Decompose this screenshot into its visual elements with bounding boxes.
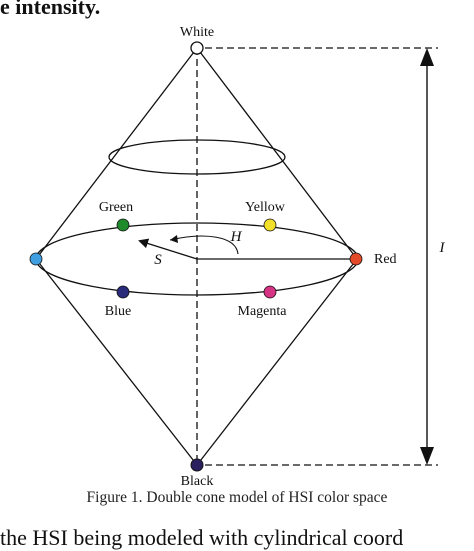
blue-point bbox=[116, 285, 130, 299]
label-blue: Blue bbox=[105, 304, 131, 319]
red-point bbox=[349, 252, 363, 266]
hue-angle-arc bbox=[169, 235, 239, 255]
saturation-arrow bbox=[138, 238, 198, 260]
cone-lower-right-edge bbox=[196, 258, 358, 466]
hue-arc-arrowhead bbox=[170, 235, 178, 243]
label-intensity: I bbox=[439, 240, 446, 256]
cyan-point bbox=[29, 252, 43, 266]
label-green: Green bbox=[99, 200, 133, 215]
cone-lower-left-edge bbox=[35, 258, 198, 466]
label-saturation: S bbox=[154, 252, 162, 268]
label-black: Black bbox=[181, 474, 214, 489]
intensity-arrow-bottom-head bbox=[420, 447, 434, 465]
figure-caption: Figure 1. Double cone model of HSI color… bbox=[86, 489, 388, 506]
header-text-fragment: e intensity. bbox=[0, 0, 101, 19]
label-magenta: Magenta bbox=[238, 304, 288, 319]
upper-cross-section-ellipse bbox=[108, 139, 286, 175]
footer-text-fragment: the HSI being modeled with cylindrical c… bbox=[0, 525, 404, 550]
label-yellow: Yellow bbox=[245, 200, 286, 215]
green-point bbox=[116, 218, 130, 232]
yellow-point bbox=[263, 218, 277, 232]
label-hue: H bbox=[230, 229, 243, 245]
magenta-point bbox=[263, 285, 277, 299]
black-point bbox=[190, 458, 204, 472]
cone-upper-left-edge bbox=[35, 47, 198, 260]
label-white: White bbox=[180, 25, 214, 40]
label-red: Red bbox=[374, 252, 397, 267]
intensity-arrow-top-head bbox=[420, 48, 434, 66]
cone-upper-right-edge bbox=[196, 47, 358, 260]
white-point bbox=[190, 41, 204, 55]
